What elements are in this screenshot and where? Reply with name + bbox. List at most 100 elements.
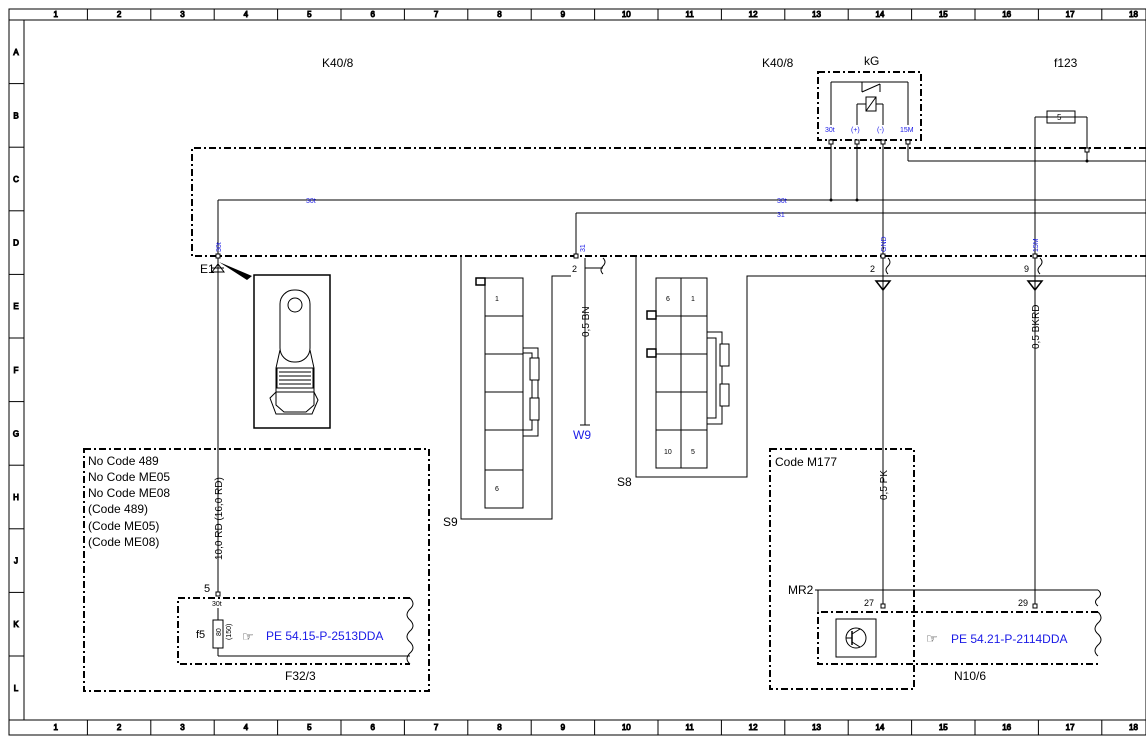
column-ref-18: 18 bbox=[1129, 10, 1138, 19]
s9-pin-1: 1 bbox=[495, 296, 499, 303]
row-ref-J: J bbox=[14, 557, 18, 566]
relay-pin-15m: 15M bbox=[900, 127, 914, 134]
column-grid: 1122334455667788991010111112121313141415… bbox=[53, 9, 1139, 735]
column-ref-3: 3 bbox=[180, 10, 185, 19]
w9-branch: 2 0,5 BN W9 bbox=[572, 257, 606, 442]
row-ref-E: E bbox=[13, 302, 18, 311]
column-ref-9: 9 bbox=[561, 10, 566, 19]
column-ref-1: 1 bbox=[53, 10, 58, 19]
column-ref-10: 10 bbox=[622, 723, 631, 732]
column-ref-14: 14 bbox=[875, 723, 884, 732]
column-ref-1: 1 bbox=[53, 723, 58, 732]
f5-label: f5 bbox=[196, 629, 205, 641]
column-ref-9: 9 bbox=[561, 723, 566, 732]
wire-05bkrd-label: 0,5 BKRD bbox=[1031, 305, 1042, 349]
f5-rating: 80 bbox=[216, 628, 223, 636]
row-ref-K: K bbox=[13, 620, 19, 629]
row-ref-L: L bbox=[14, 684, 19, 693]
row-ref-C: C bbox=[13, 175, 19, 184]
pin-31-label: 31 bbox=[580, 244, 587, 252]
row-ref-F: F bbox=[14, 366, 19, 375]
relay-pin-30t: 30t bbox=[825, 127, 835, 134]
pin-29-label: 29 bbox=[1018, 598, 1028, 608]
f5-rating-alt: (150) bbox=[226, 624, 233, 640]
column-ref-14: 14 bbox=[875, 10, 884, 19]
column-ref-11: 11 bbox=[686, 723, 695, 732]
row-ref-A: A bbox=[13, 48, 19, 57]
column-ref-7: 7 bbox=[434, 10, 439, 19]
s8-pin-6: 6 bbox=[666, 296, 670, 303]
kg-relay: 30t (+) (-) 15M bbox=[817, 71, 922, 145]
e1-ground-point: E1 bbox=[200, 258, 331, 594]
s9-pin-6: 6 bbox=[495, 486, 499, 493]
code-line-5: (Code ME05) bbox=[88, 519, 159, 533]
column-ref-12: 12 bbox=[749, 10, 758, 19]
relay-pin-minus: (-) bbox=[877, 127, 884, 134]
n10-6-label: N10/6 bbox=[954, 669, 986, 683]
bus-30t-label-a: 30t bbox=[306, 198, 316, 205]
wire-05pk-label: 0,5 PK bbox=[879, 470, 890, 500]
column-ref-11: 11 bbox=[686, 10, 695, 19]
code-line-1: No Code 489 bbox=[88, 454, 159, 468]
column-ref-2: 2 bbox=[117, 723, 122, 732]
right-wires: 2 9 0,5 BKRD 0,5 PK bbox=[870, 257, 1044, 605]
code-m177-label: Code M177 bbox=[775, 455, 837, 469]
kg-label: kG bbox=[864, 54, 879, 68]
column-ref-6: 6 bbox=[370, 723, 375, 732]
f32-pin-30t: 30t bbox=[212, 601, 222, 608]
column-ref-13: 13 bbox=[812, 10, 821, 19]
column-ref-4: 4 bbox=[244, 723, 249, 732]
s8-label: S8 bbox=[617, 475, 632, 489]
f32-3-label: F32/3 bbox=[285, 669, 316, 683]
row-ref-B: B bbox=[13, 111, 18, 120]
pe-54-21-link[interactable]: PE 54.21-P-2114DDA bbox=[951, 632, 1068, 646]
code-line-2: No Code ME05 bbox=[88, 470, 170, 484]
s8-switch: 6 1 10 5 S8 bbox=[617, 256, 1146, 489]
relay-pin-plus: (+) bbox=[851, 127, 860, 134]
drawing-frame bbox=[8, 8, 1146, 736]
pin-27-label: 27 bbox=[864, 598, 874, 608]
column-ref-15: 15 bbox=[939, 10, 948, 19]
k40-8-label-left: K40/8 bbox=[322, 56, 354, 70]
column-ref-16: 16 bbox=[1002, 10, 1011, 19]
connector-9: 9 bbox=[1024, 264, 1029, 274]
code-box-left: No Code 489 No Code ME05 No Code ME08 (C… bbox=[83, 448, 430, 692]
column-ref-17: 17 bbox=[1066, 723, 1075, 732]
row-ref-G: G bbox=[13, 429, 19, 438]
pin-gnd-label: GND bbox=[881, 236, 888, 252]
column-ref-7: 7 bbox=[434, 723, 439, 732]
column-ref-16: 16 bbox=[1002, 723, 1011, 732]
transistor-icon bbox=[845, 627, 867, 649]
connector-2-right: 2 bbox=[870, 264, 875, 274]
column-ref-15: 15 bbox=[939, 723, 948, 732]
wire-10rd-label: 10,0 RD (16,0 RD) bbox=[214, 477, 225, 560]
column-ref-4: 4 bbox=[244, 10, 249, 19]
row-ref-D: D bbox=[13, 239, 19, 248]
s9-label: S9 bbox=[443, 515, 458, 529]
code-line-6: (Code ME08) bbox=[88, 535, 159, 549]
pe-54-15-link[interactable]: PE 54.15-P-2513DDA bbox=[266, 629, 383, 643]
s9-switch: 1 6 S9 bbox=[443, 256, 571, 529]
pin-30t-label: 30t bbox=[216, 242, 223, 252]
w9-label: W9 bbox=[573, 428, 591, 442]
column-ref-3: 3 bbox=[180, 723, 185, 732]
n10-6-module: MR2 27 29 ☞ PE 54.21-P-2114DDA N10/6 bbox=[788, 583, 1102, 683]
bus-30t-label-b: 30t bbox=[777, 198, 787, 205]
column-ref-2: 2 bbox=[117, 10, 122, 19]
code-line-3: No Code ME08 bbox=[88, 486, 170, 500]
column-ref-5: 5 bbox=[307, 10, 312, 19]
e1-label: E1 bbox=[200, 262, 215, 276]
column-ref-6: 6 bbox=[370, 10, 375, 19]
pin-15m-label: 15M bbox=[1033, 238, 1040, 252]
f123-label: f123 bbox=[1054, 56, 1078, 70]
pointing-hand-icon: ☞ bbox=[242, 629, 254, 644]
s8-pin-5: 5 bbox=[691, 449, 695, 456]
wire-05bn-label: 0,5 BN bbox=[581, 306, 592, 337]
s8-pin-1: 1 bbox=[691, 296, 695, 303]
pointing-hand-icon-2: ☞ bbox=[926, 631, 938, 646]
k40-8-module-border bbox=[191, 147, 1146, 257]
column-ref-12: 12 bbox=[749, 723, 758, 732]
connector-5: 5 bbox=[204, 583, 210, 595]
